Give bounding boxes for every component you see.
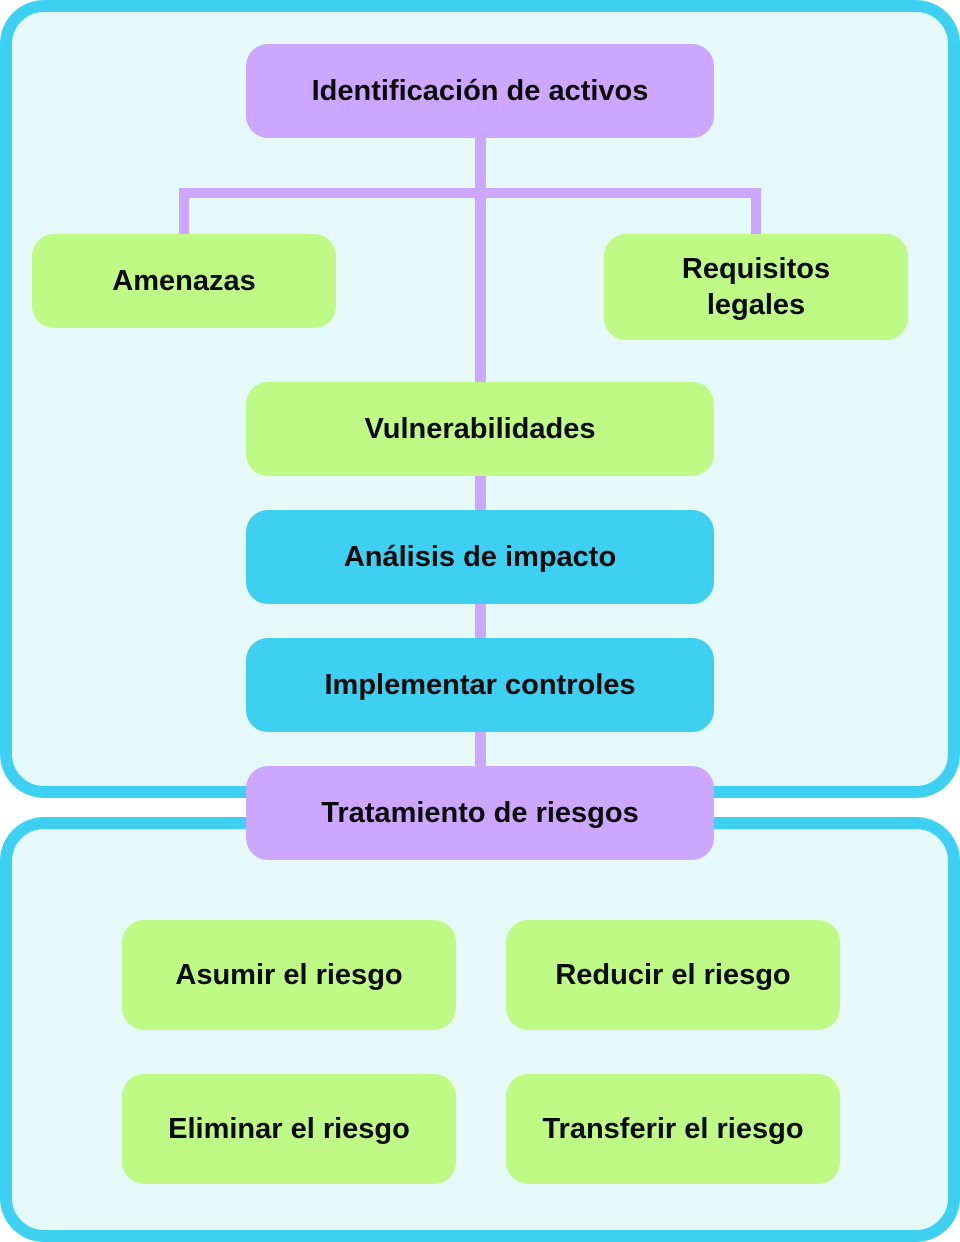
node-risk-treatment: Tratamiento de riesgos bbox=[246, 766, 714, 860]
node-vulnerabilities: Vulnerabilidades bbox=[246, 382, 714, 476]
node-legal-requirements: Requisitos legales bbox=[604, 234, 908, 340]
node-threats: Amenazas bbox=[32, 234, 336, 328]
option-reduce-risk: Reducir el riesgo bbox=[506, 920, 840, 1030]
option-transfer-risk: Transferir el riesgo bbox=[506, 1074, 840, 1184]
node-impact-analysis: Análisis de impacto bbox=[246, 510, 714, 604]
connector-horizontal bbox=[179, 188, 761, 198]
connector-left-drop bbox=[179, 188, 189, 238]
node-implement-controls: Implementar controles bbox=[246, 638, 714, 732]
option-assume-risk: Asumir el riesgo bbox=[122, 920, 456, 1030]
node-asset-identification: Identificación de activos bbox=[246, 44, 714, 138]
connector-right-drop bbox=[751, 188, 761, 238]
option-eliminate-risk: Eliminar el riesgo bbox=[122, 1074, 456, 1184]
